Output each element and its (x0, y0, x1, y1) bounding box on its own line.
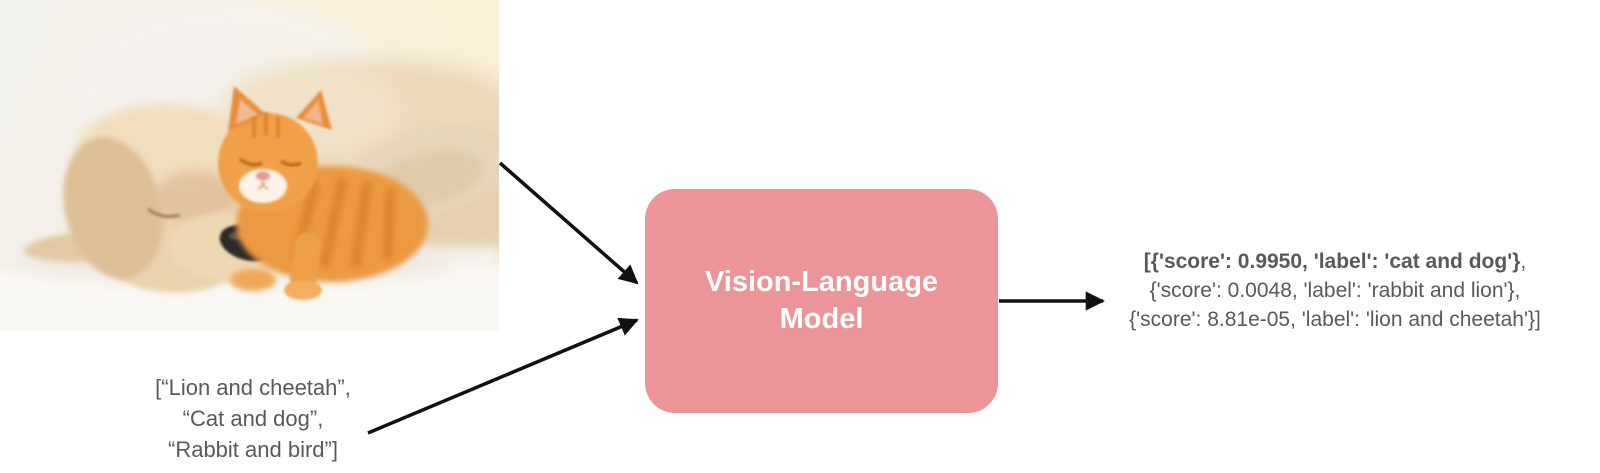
vision-language-model-box: Vision-Language Model (645, 189, 998, 413)
output-line-1-tail: , (1520, 250, 1527, 273)
output-line-1: [{'score': 0.9950, 'label': 'cat and dog… (1080, 247, 1590, 276)
arrow-image-to-model (498, 161, 639, 285)
vlm-label-line-1: Vision-Language (704, 266, 939, 298)
pets-photo (0, 0, 499, 331)
vlm-label-line-2: Model (779, 303, 864, 335)
output-line-3: {'score': 8.81e-05, 'label': 'lion and c… (1129, 308, 1541, 331)
output-line-2: {'score': 0.0048, 'label': 'rabbit and l… (1149, 279, 1521, 302)
output-top-result: [{'score': 0.9950, 'label': 'cat and dog… (1143, 250, 1521, 273)
pets-photo-illustration (0, 0, 499, 331)
candidate-labels-text: [“Lion and cheetah”, “Cat and dog”, “Rab… (83, 372, 423, 465)
candidate-label-line-1: [“Lion and cheetah”, (155, 375, 351, 400)
pipeline-output-text: [{'score': 0.9950, 'label': 'cat and dog… (1080, 247, 1590, 334)
candidate-label-line-3: “Rabbit and bird”] (168, 437, 338, 462)
candidate-label-line-2: “Cat and dog”, (182, 406, 324, 431)
